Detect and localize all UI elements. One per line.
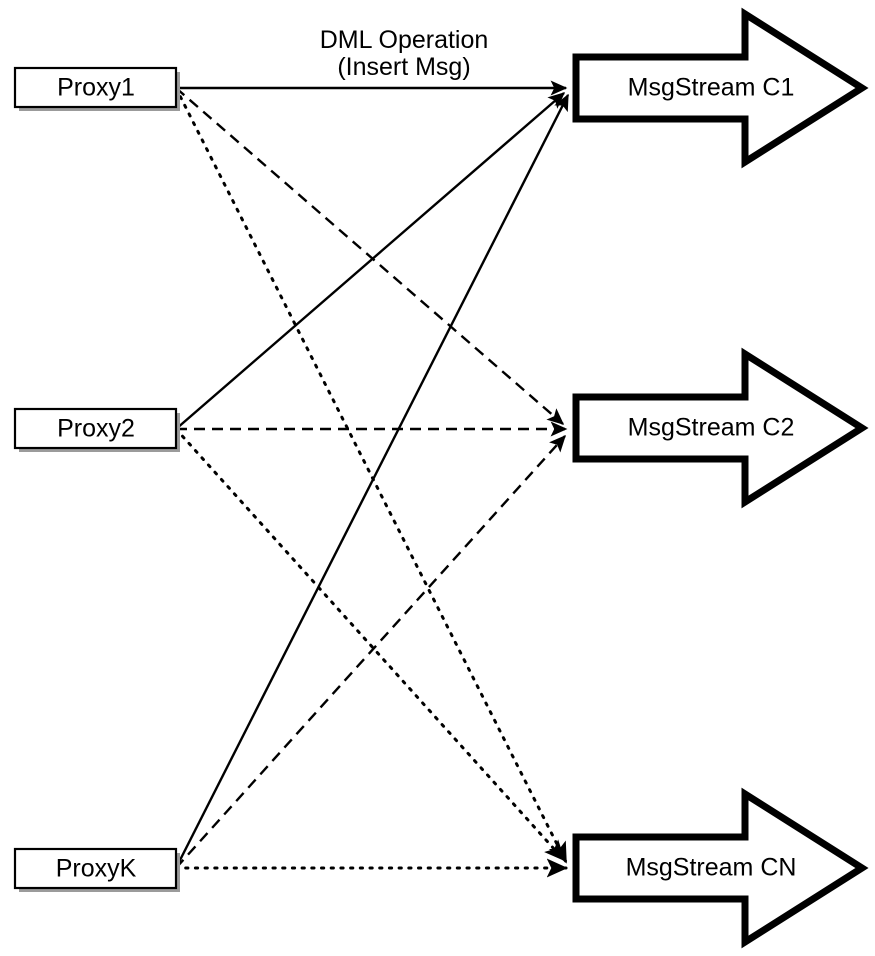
edge-caption-line2: (Insert Msg) <box>337 53 470 81</box>
stream-label-cn: MsgStream CN <box>626 854 797 882</box>
proxy-label-proxy1: Proxy1 <box>57 74 135 102</box>
box-outline <box>13 847 178 890</box>
proxy-label-proxyk: ProxyK <box>56 855 137 883</box>
edge-proxy2-cn <box>174 427 566 862</box>
proxy-node-proxy1[interactable]: Proxy1 <box>13 66 180 111</box>
edge-proxyk-c2 <box>175 434 566 869</box>
proxy-node-proxyk[interactable]: ProxyK <box>13 847 180 892</box>
stream-arrow-c1[interactable]: MsgStream C1 <box>572 7 869 169</box>
stream-arrow-cn[interactable]: MsgStream CN <box>572 787 869 949</box>
box-outline <box>13 66 178 109</box>
edge-proxy1-c2 <box>175 87 565 425</box>
edge-proxy1-cn <box>174 86 568 864</box>
block-arrow-shape <box>572 7 869 169</box>
block-arrow-shape <box>572 787 869 949</box>
stream-arrow-c2[interactable]: MsgStream C2 <box>572 347 869 509</box>
edge-proxy2-c1 <box>175 92 566 430</box>
block-arrow-shape <box>572 347 869 509</box>
edge-proxyk-c1 <box>174 93 570 869</box>
proxy-label-proxy2: Proxy2 <box>57 415 135 443</box>
stream-label-c1: MsgStream C1 <box>628 74 795 102</box>
box-outline <box>13 407 178 450</box>
edge-caption-dml-operation: DML Operation (Insert Msg) <box>320 26 489 81</box>
edge-caption-line1: DML Operation <box>320 26 489 54</box>
stream-label-c2: MsgStream C2 <box>628 414 795 442</box>
proxy-node-proxy2[interactable]: Proxy2 <box>13 407 180 452</box>
